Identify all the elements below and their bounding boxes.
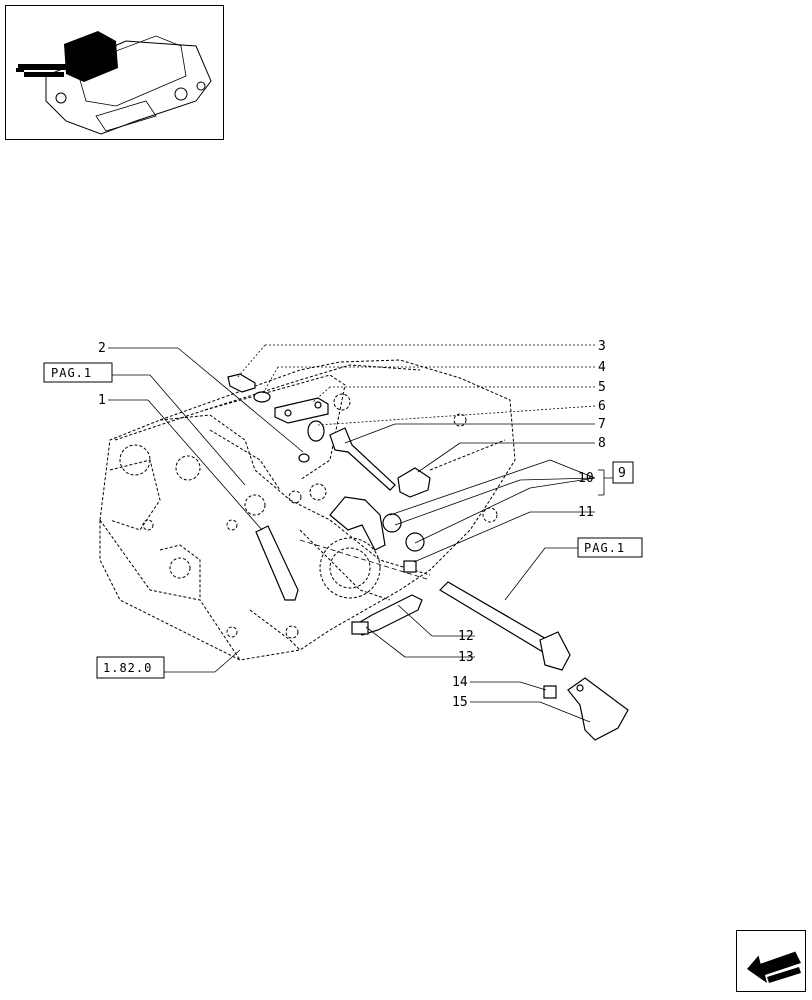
part-13-clevis xyxy=(351,621,369,635)
part-6-oring xyxy=(307,420,325,442)
part-10-lever xyxy=(329,496,386,551)
ref-pag1-left[interactable]: PAG.1 xyxy=(51,366,92,380)
callout-4: 4 xyxy=(598,360,606,375)
callout-5: 5 xyxy=(598,380,606,395)
thumbnail-frame xyxy=(5,5,224,140)
part-3-bolt xyxy=(227,373,256,393)
ref-box-pag1-left[interactable] xyxy=(43,362,113,383)
part-gear-a xyxy=(382,513,402,533)
part-7-shaft xyxy=(329,427,396,491)
part-15-handle xyxy=(567,677,629,741)
part-11-clip xyxy=(403,560,417,573)
callout-3: 3 xyxy=(598,339,606,354)
ref-box-section[interactable] xyxy=(96,656,165,679)
part-14-clip xyxy=(543,685,557,699)
part-4-washer xyxy=(253,391,271,403)
callout-9: 9 xyxy=(618,466,626,481)
callout-10: 10 xyxy=(578,471,594,486)
callout-7: 7 xyxy=(598,417,606,432)
ref-section[interactable]: 1.82.0 xyxy=(103,661,152,675)
part-gear-b xyxy=(405,532,425,552)
callout-8: 8 xyxy=(598,436,606,451)
part-2-oring xyxy=(298,453,310,463)
callout-6: 6 xyxy=(598,399,606,414)
callout-11: 11 xyxy=(578,505,594,520)
leader-lines xyxy=(108,344,622,723)
callout-1: 1 xyxy=(98,393,106,408)
arrow-back-icon xyxy=(747,950,801,983)
part-5-plate xyxy=(274,397,329,424)
callout-12: 12 xyxy=(458,629,474,644)
part-1-lever xyxy=(255,525,299,601)
thumbnail-image xyxy=(16,31,212,135)
parts xyxy=(227,373,629,741)
rod xyxy=(439,581,556,656)
ref-pag1-right[interactable]: PAG.1 xyxy=(584,541,625,555)
ref-box-9 xyxy=(612,461,634,484)
callout-2: 2 xyxy=(98,341,106,356)
callout-13: 13 xyxy=(458,650,474,665)
nav-back-button[interactable] xyxy=(736,930,806,992)
callout-15: 15 xyxy=(452,695,468,710)
callout-14: 14 xyxy=(452,675,468,690)
part-8-bushing xyxy=(397,467,431,498)
ref-box-pag1-right[interactable] xyxy=(577,537,643,558)
